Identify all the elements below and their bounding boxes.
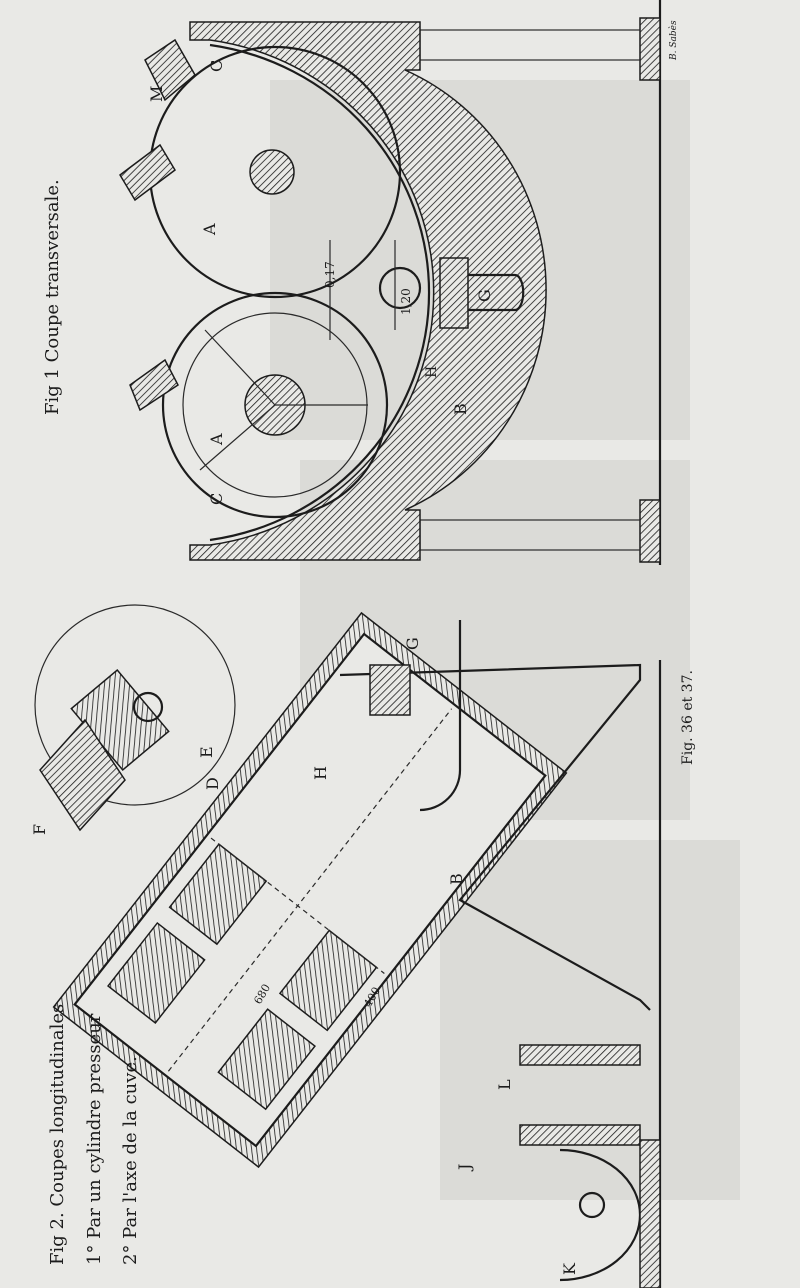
label-dim-120: 1,20 [399, 288, 413, 315]
label-g: G [475, 289, 494, 302]
foot-bottom [639, 499, 661, 563]
figure-1-title: Fig 1 Coupe transversale. [42, 179, 63, 415]
label-a-top: A [200, 223, 219, 236]
foot-top [639, 17, 661, 81]
figure-caption: Fig. 36 et 37. [680, 670, 696, 765]
label-e: E [197, 746, 216, 758]
figure-2-line1: 1° Par un cylindre presseur [84, 1013, 105, 1265]
scraper-bottom [129, 358, 179, 412]
leg-top [419, 29, 641, 61]
label-l: L [495, 1079, 514, 1090]
label-m: M [147, 86, 166, 102]
trough-bottom [519, 1124, 641, 1146]
label-c-top: C [207, 60, 226, 72]
pipe-g [419, 620, 462, 812]
label-f: F [30, 824, 49, 835]
valve-g [369, 664, 411, 716]
label-h: H [424, 366, 440, 378]
label-k: K [560, 1262, 579, 1275]
valve-m [144, 38, 196, 102]
housing [189, 21, 547, 561]
outlet-pipe-g [468, 273, 525, 312]
scraper-top [119, 143, 176, 202]
label-d: D [203, 777, 222, 790]
label-g2: G [403, 637, 422, 650]
label-h2: H [311, 766, 330, 780]
signature: B. Sabès [668, 20, 679, 61]
label-dim-017: 0,17 [323, 261, 337, 288]
shaft-top [249, 149, 295, 195]
figure-2-title: Fig 2. Coupes longitudinales [47, 1004, 68, 1265]
figure-2-longitudinal-section [34, 604, 662, 1288]
label-c-bottom: C [207, 493, 226, 505]
outlet-flange [439, 257, 469, 329]
cylinder-a-bottom [161, 291, 389, 519]
trough-top [519, 1044, 641, 1066]
label-j: J [455, 1164, 474, 1172]
figure-2-line2: 2° Par l'axe de la cuve. [120, 1056, 141, 1265]
figure-1-labels: Fig 1 Coupe transversale. M C A 0,17 1,2… [42, 20, 679, 505]
ghost-cylinder [34, 604, 236, 806]
figure-1-cross-section [119, 0, 662, 565]
gear-f [39, 718, 126, 832]
frame [339, 663, 651, 1011]
label-b2: B [447, 873, 466, 885]
label-b: B [451, 403, 470, 415]
label-a-bottom: A [207, 433, 226, 446]
